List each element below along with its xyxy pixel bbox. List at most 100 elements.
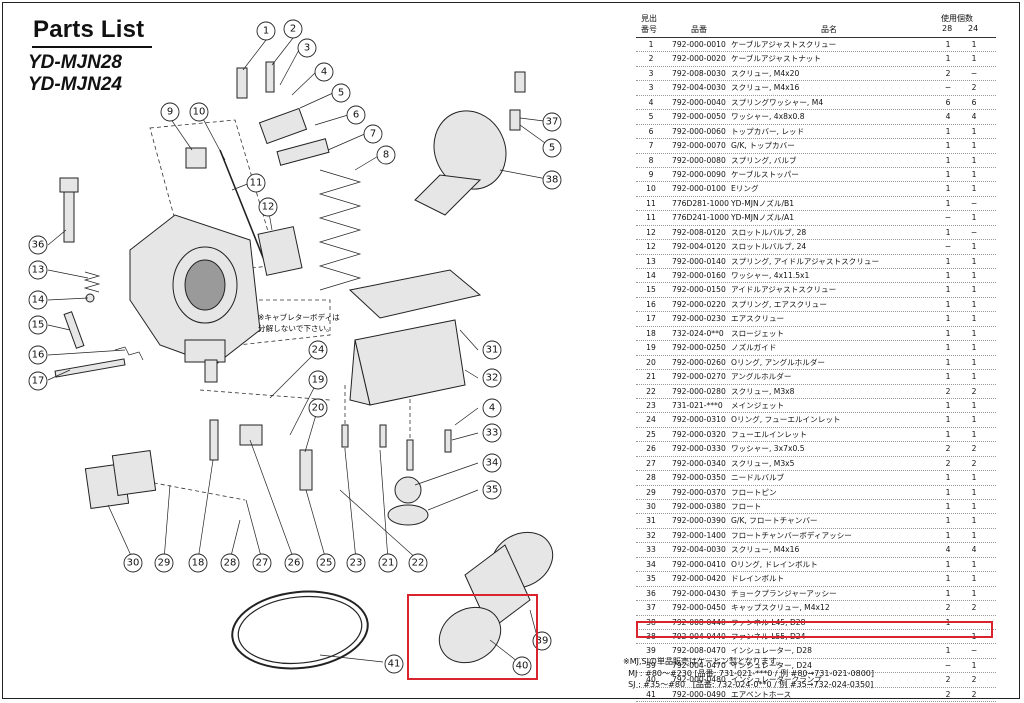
- svg-text:37: 37: [546, 117, 559, 128]
- callout-32: 32: [482, 368, 502, 388]
- row-part-number: 792-008-0030: [672, 68, 726, 78]
- callout-29: 29: [154, 553, 174, 573]
- row-name: Eリング: [731, 184, 759, 194]
- callout-17: 17: [28, 371, 48, 391]
- svg-text:32: 32: [486, 373, 499, 384]
- row-name: フューエルインレット: [731, 429, 807, 439]
- callout-9: 9: [160, 102, 180, 122]
- row-part-number: 792-000-0230: [672, 314, 726, 324]
- callout-11: 11: [246, 173, 266, 193]
- row-part-number: 792-000-0020: [672, 54, 726, 64]
- callout-4b: 4: [482, 398, 502, 418]
- row-part-number: 792-000-0390: [672, 516, 726, 526]
- callout-18: 18: [188, 553, 208, 573]
- row-name: スクリュー, M3x5: [731, 458, 795, 468]
- svg-text:6: 6: [353, 110, 359, 121]
- svg-text:31: 31: [486, 345, 499, 356]
- row-number: 6: [648, 126, 654, 136]
- row-name: ケーブルアジャストナット: [731, 54, 821, 64]
- row-qty-24: 1: [971, 530, 977, 540]
- row-name: インシュレーター, D24: [731, 660, 812, 670]
- row-qty-28: 1: [945, 574, 951, 584]
- svg-text:19: 19: [312, 375, 325, 386]
- row-qty-28: 1: [945, 588, 951, 598]
- row-number: 11: [646, 213, 656, 223]
- row-qty-28: 2: [945, 386, 951, 396]
- highlight-box-row-40: [636, 621, 993, 638]
- row-part-number: 792-000-0370: [672, 487, 726, 497]
- row-name: メインジェット: [731, 400, 785, 410]
- row-qty-28: 1: [945, 372, 951, 382]
- row-qty-28: 2: [945, 68, 951, 78]
- callout-28: 28: [220, 553, 240, 573]
- callout-35: 35: [482, 480, 502, 500]
- svg-text:11: 11: [250, 178, 263, 189]
- svg-text:29: 29: [158, 558, 171, 569]
- footnote-line-2: MJ : #80〜#230 [品番: 731-021-***0 / 例 #80→…: [623, 668, 874, 678]
- row-name: スクリュー, M3x8: [731, 386, 795, 396]
- callout-40: 40: [512, 656, 532, 676]
- row-name: エアベントホース: [731, 689, 792, 699]
- row-number: 17: [646, 314, 656, 324]
- float-chamber: [348, 269, 482, 406]
- disassembly-note: ※キャブレターボディは 分解しないで下さい。: [258, 313, 340, 333]
- svg-text:20: 20: [312, 403, 325, 414]
- row-number: 12: [646, 242, 656, 252]
- row-name: G/K, フロートチャンバー: [731, 516, 818, 526]
- row-qty-28: −: [944, 242, 952, 252]
- row-number: 39: [646, 660, 656, 670]
- row-qty-24: 1: [971, 574, 977, 584]
- svg-text:1: 1: [263, 26, 269, 37]
- row-qty-28: 1: [945, 473, 951, 483]
- row-name: ワッシャー, 4x11.5x1: [731, 271, 810, 280]
- row-number: 33: [646, 545, 656, 555]
- svg-text:12: 12: [262, 202, 275, 213]
- svg-text:5: 5: [338, 88, 344, 99]
- row-name: スロージェット: [731, 328, 785, 338]
- row-qty-24: 1: [971, 141, 977, 151]
- row-part-number: 792-000-0410: [672, 559, 726, 569]
- row-number: 30: [646, 502, 656, 511]
- row-name: Oリング, アングルホルダー: [731, 357, 826, 367]
- row-part-number: 792-000-0430: [672, 588, 726, 598]
- row-qty-24: 1: [971, 660, 977, 670]
- row-name: アングルホルダー: [731, 372, 792, 382]
- model-name-24: YD-MJN24: [28, 74, 122, 95]
- callout-26: 26: [284, 553, 304, 573]
- callout-25: 25: [316, 553, 336, 573]
- svg-text:13: 13: [32, 265, 45, 276]
- row-qty-24: 1: [971, 502, 977, 511]
- row-number: 37: [646, 603, 656, 613]
- row-qty-28: 1: [945, 285, 951, 295]
- callout-2: 2: [283, 19, 303, 39]
- callout-38: 38: [542, 170, 562, 190]
- row-number: 40: [646, 675, 656, 685]
- row-part-number: 792-000-1400: [672, 530, 726, 540]
- row-name: チョークプランジャーアッシー: [731, 588, 837, 598]
- row-number: 16: [646, 299, 656, 309]
- row-number: 10: [646, 184, 656, 194]
- row-qty-24: 1: [971, 169, 977, 179]
- row-name: フロートチャンバーボディアッシー: [731, 530, 852, 540]
- row-qty-28: 6: [945, 97, 951, 107]
- row-name: ケーブルストッパー: [731, 169, 799, 179]
- row-qty-28: 1: [945, 141, 951, 151]
- row-number: 9: [648, 169, 654, 179]
- row-part-number: 792-008-0470: [672, 646, 726, 656]
- row-name: インシュレーター, D28: [731, 646, 812, 656]
- callout-14: 14: [28, 290, 48, 310]
